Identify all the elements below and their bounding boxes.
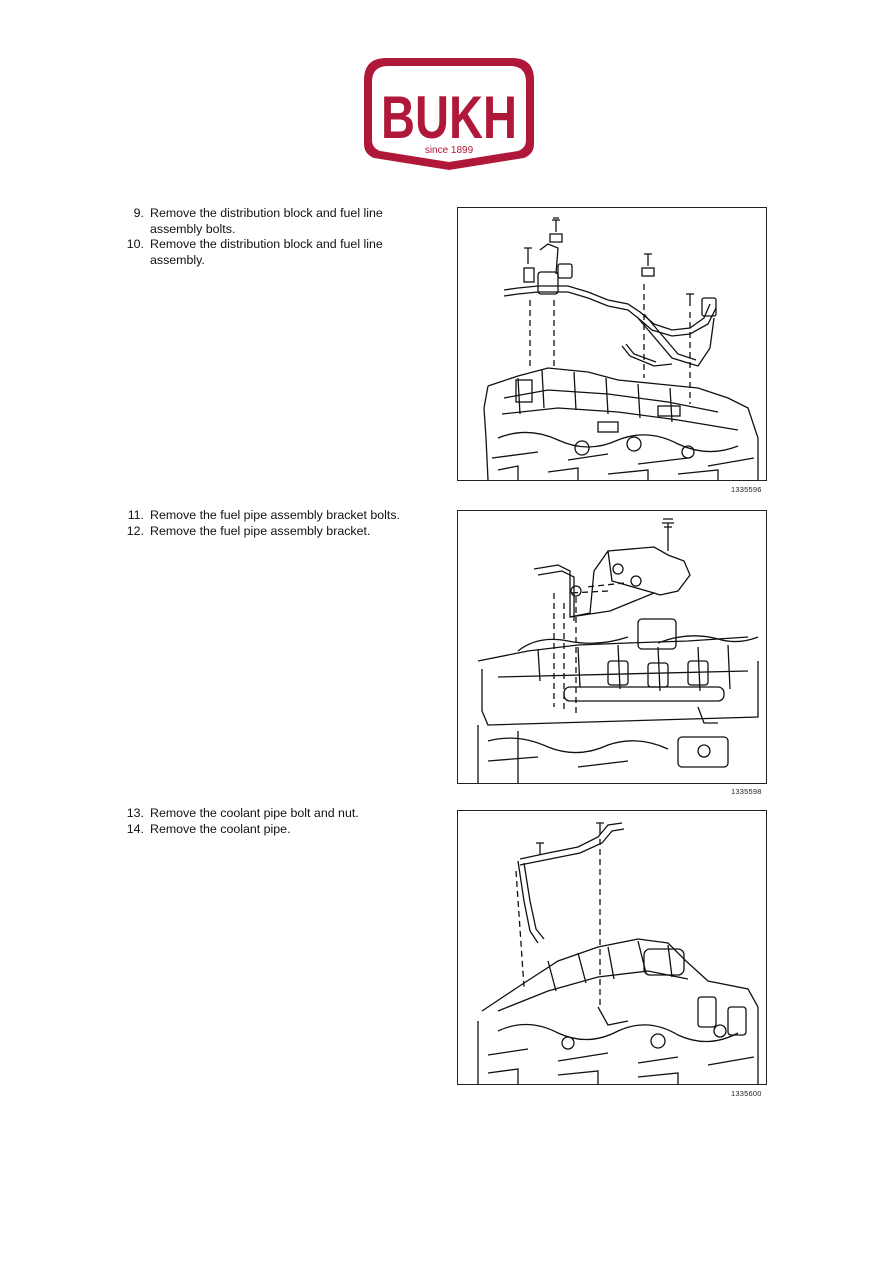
coolant-pipe-illustration <box>477 822 759 1084</box>
step-text: Remove the distribution block and fuel l… <box>150 237 383 267</box>
step-text: Remove the coolant pipe bolt and nut. <box>150 806 359 820</box>
step-number: 9. <box>133 206 144 220</box>
figure-fuel-line-assembly <box>457 207 767 481</box>
step-item: 13. Remove the coolant pipe bolt and nut… <box>112 806 412 822</box>
steps-group-2: 11. Remove the fuel pipe assembly bracke… <box>112 508 412 539</box>
step-item: 11. Remove the fuel pipe assembly bracke… <box>112 508 412 524</box>
figure-id: 1335598 <box>731 787 762 796</box>
steps-group-3: 13. Remove the coolant pipe bolt and nut… <box>112 806 412 837</box>
figure-fuel-pipe-bracket <box>457 510 767 784</box>
svg-text:BUKH: BUKH <box>381 84 517 151</box>
step-text: Remove the fuel pipe assembly bracket. <box>150 523 371 538</box>
step-item: 10. Remove the distribution block and fu… <box>112 237 412 268</box>
bukh-logo: BUKH since 1899 <box>358 52 540 174</box>
step-number: 12. <box>126 523 144 538</box>
fuel-line-illustration <box>483 217 759 480</box>
svg-text:since 1899: since 1899 <box>425 145 474 156</box>
step-text: Remove the coolant pipe. <box>150 821 291 836</box>
step-number: 10. <box>126 237 144 251</box>
step-text: Remove the fuel pipe assembly bracket bo… <box>150 508 401 522</box>
steps-group-1: 9. Remove the distribution block and fue… <box>112 206 412 268</box>
figure-id: 1335600 <box>731 1089 762 1098</box>
figure-coolant-pipe <box>457 810 767 1085</box>
step-item: 9. Remove the distribution block and fue… <box>112 206 412 237</box>
step-item: 14. Remove the coolant pipe. <box>112 822 412 838</box>
step-number: 13. <box>126 806 144 820</box>
step-number: 11. <box>127 508 144 522</box>
step-item: 12. Remove the fuel pipe assembly bracke… <box>112 524 412 540</box>
figure-id: 1335596 <box>731 485 762 494</box>
bracket-illustration <box>477 518 759 783</box>
step-text: Remove the distribution block and fuel l… <box>150 206 383 236</box>
step-number: 14. <box>126 821 144 836</box>
